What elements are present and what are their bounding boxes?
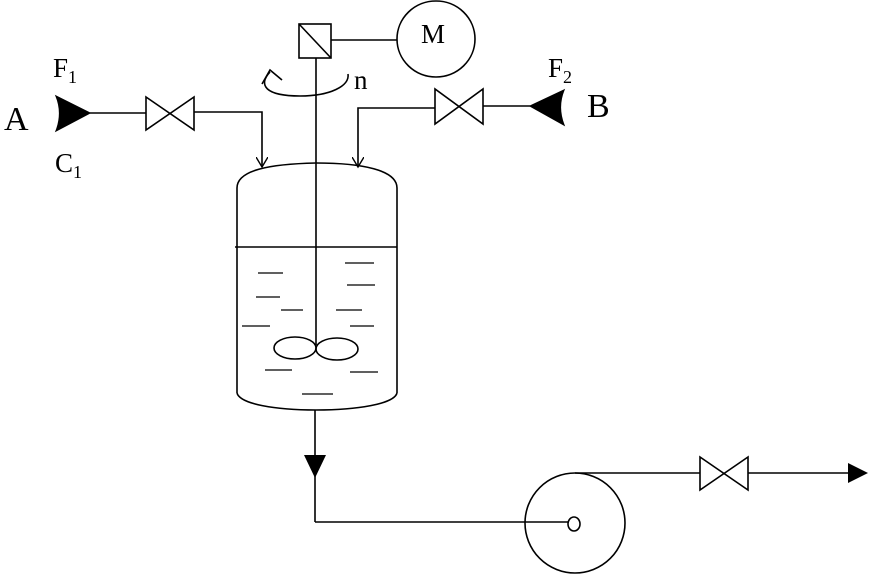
agitator-drive [261,0,476,345]
product-arrow-head [848,463,868,483]
inlet-b-valve[interactable] [434,87,484,126]
inlet-a-valve[interactable] [145,95,195,132]
flow-2-symbol: F [548,53,563,83]
gearbox-diagonal [298,23,332,59]
pump[interactable] [524,472,626,574]
inlet-b-label: B [587,88,610,125]
outlet-valve[interactable] [699,455,749,492]
inlet-a-nozzle [54,94,92,133]
flow-1-label: F1 [53,53,77,87]
inlet-b-stream [358,87,566,167]
motor-label: M [421,19,445,49]
conc-1-symbol: C [55,148,73,178]
conc-1-subscript: 1 [73,162,82,182]
inlet-b-feed-line [358,107,435,167]
rotation-arrow-head [261,68,283,85]
inlet-a-label: A [4,101,29,138]
outlet-flow-arrow [304,455,326,478]
conc-1-label: C1 [55,148,82,182]
reactor-vessel [235,162,398,411]
speed-label: n [354,65,368,95]
impeller-blade-right [315,337,359,361]
flow-1-symbol: F [53,53,68,83]
gearbox [298,23,332,59]
pump-hub [567,516,581,532]
inlet-a-stream [54,94,262,167]
inlet-b-nozzle [528,88,566,127]
flow-1-subscript: 1 [68,67,77,87]
vessel-top [236,162,398,189]
liquid-marks [242,262,378,395]
motor[interactable] [396,0,476,78]
vessel-bottom [236,392,398,411]
inlet-a-feed-line [194,111,262,167]
rotation-arrow [263,71,349,97]
outlet-stream [304,410,868,574]
impeller-blade-left [273,336,317,360]
flow-2-subscript: 2 [563,67,572,87]
flow-2-label: F2 [548,53,572,87]
